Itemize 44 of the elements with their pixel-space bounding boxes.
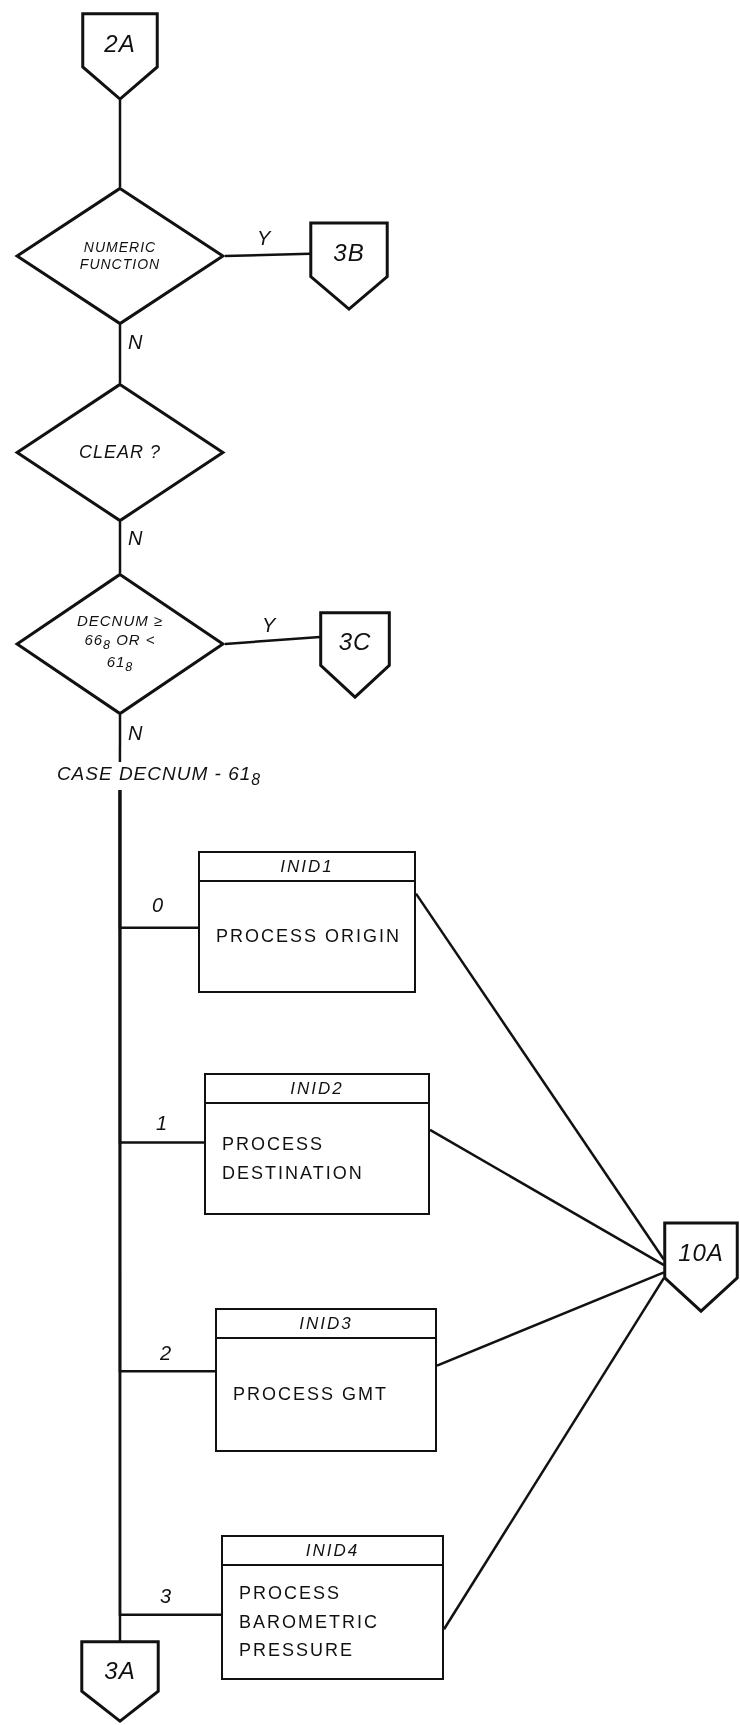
connector-line	[224, 635, 321, 646]
off-page-connector	[664, 1222, 738, 1312]
edge-label: N	[126, 723, 145, 743]
off-page-connector	[320, 612, 390, 698]
edge-label: N	[126, 332, 145, 352]
edge-label: N	[126, 528, 145, 548]
edge-label: 2	[158, 1343, 174, 1363]
connector-label: 3A	[104, 1655, 136, 1686]
edge-label: 0	[150, 895, 166, 915]
decision-text: DECNUM ≥ 66$_{8}$ OR < 61$_{8}$	[75, 612, 165, 676]
routine-name: INID1	[200, 853, 414, 882]
connector-line	[224, 252, 311, 258]
edge-label: 3	[158, 1586, 174, 1606]
connector-line	[429, 1128, 665, 1267]
routine-name: INID2	[206, 1075, 428, 1104]
off-page-connector	[81, 1641, 159, 1722]
process-text: PROCESS ORIGIN	[216, 925, 402, 949]
decision-text: CLEAR ?	[78, 441, 161, 464]
connector-line	[436, 1271, 665, 1367]
connector-label: 2A	[104, 28, 136, 59]
connector-line	[118, 715, 122, 762]
process-text: PROCESS BAROMETRIC PRESSURE	[239, 1581, 380, 1663]
process-text: PROCESS DESTINATION	[222, 1132, 365, 1185]
routine-name: INID4	[223, 1537, 442, 1566]
process-box	[221, 1535, 444, 1680]
off-page-connector	[82, 13, 158, 100]
decision-text: NUMERIC FUNCTION	[78, 238, 162, 274]
process-box	[198, 851, 416, 993]
connector-line	[118, 790, 122, 1641]
routine-name: INID3	[217, 1310, 435, 1339]
decision-diamond	[15, 573, 225, 715]
decision-diamond	[15, 187, 225, 325]
connector-line	[118, 100, 122, 187]
decision-diamond	[15, 383, 225, 522]
process-box	[204, 1073, 430, 1215]
off-page-connector	[310, 222, 388, 310]
connector-line	[118, 325, 122, 383]
connector-label: 3B	[333, 237, 365, 268]
connector-line	[118, 522, 122, 573]
process-box	[215, 1308, 437, 1452]
connector-label: 3C	[338, 627, 372, 658]
process-text: PROCESS GMT	[233, 1383, 388, 1407]
case-label: CASE DECNUM - 61$_{8}$	[56, 762, 262, 790]
connector-label: 10A	[678, 1238, 724, 1269]
